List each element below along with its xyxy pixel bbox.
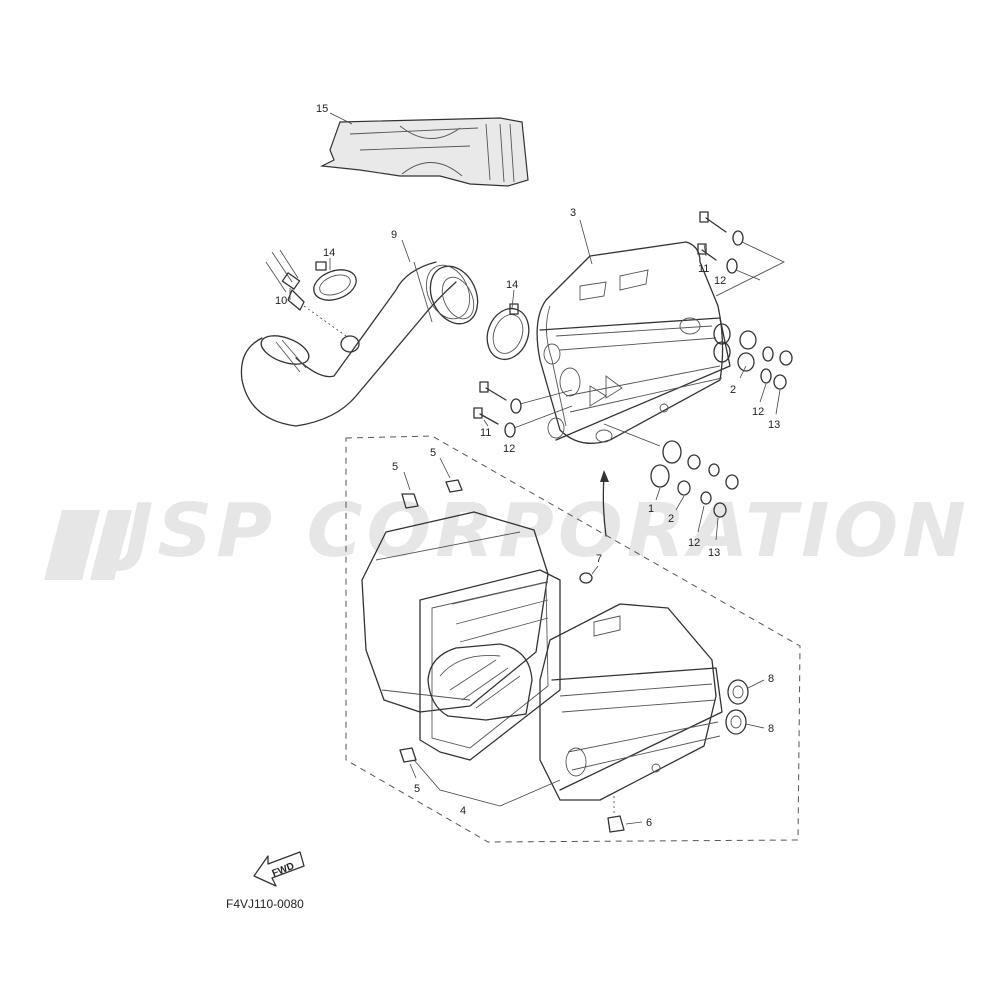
watermark-text: JSP CORPORATION <box>112 488 970 574</box>
callout-8-upper: 8 <box>768 673 774 685</box>
leader-lines <box>289 112 781 541</box>
part-6-drain-plug <box>607 796 643 833</box>
callout-9: 9 <box>391 229 397 241</box>
callout-2-upper: 2 <box>730 384 736 396</box>
callout-12-upper: 12 <box>714 275 726 287</box>
grommet-set-lower <box>603 423 739 518</box>
part-10-fitting <box>265 249 360 353</box>
part-5-clips <box>399 457 463 779</box>
assembly-arrow <box>600 470 609 537</box>
watermark: JSP CORPORATION <box>44 488 970 580</box>
callout-5-right: 5 <box>430 447 436 459</box>
part-7-screw <box>579 565 599 584</box>
callout-10: 10 <box>275 295 287 307</box>
callout-14-lower: 14 <box>506 279 518 291</box>
grommet-set-upper <box>713 323 793 390</box>
assembly-boundary <box>345 435 801 843</box>
callout-15: 15 <box>316 103 328 115</box>
diagram-code: F4VJ110-0080 <box>226 897 304 911</box>
callouts: 15 3 9 14 14 10 11 12 2 12 13 11 12 5 5 … <box>275 103 780 829</box>
part-14-clamp-lower <box>486 303 530 361</box>
callout-13-lower: 13 <box>708 547 720 559</box>
fwd-arrow-icon: FWD <box>253 851 305 887</box>
callout-1: 1 <box>648 503 654 515</box>
part-8-grommets <box>725 679 765 735</box>
callout-11-lower: 11 <box>480 427 491 439</box>
callout-3: 3 <box>570 207 576 219</box>
callout-13-upper: 13 <box>768 419 780 431</box>
callout-2-lower: 2 <box>668 513 674 525</box>
callout-14-upper: 14 <box>323 247 335 259</box>
callout-11-upper: 11 <box>698 263 709 275</box>
bolt-set-left <box>473 381 573 438</box>
callout-4: 4 <box>460 805 466 817</box>
callout-12-left: 12 <box>503 443 515 455</box>
callout-5-bottom: 5 <box>414 783 420 795</box>
part-9-intake-duct <box>240 261 479 427</box>
part-4-case-assembly <box>361 511 723 807</box>
callout-8-lower: 8 <box>768 723 774 735</box>
watermark-logo-icon <box>44 510 132 580</box>
bolt-set-top-right <box>697 211 785 297</box>
callout-7: 7 <box>596 553 602 565</box>
callout-12-mid: 12 <box>752 406 764 418</box>
callout-12-lower: 12 <box>688 537 700 549</box>
callout-5-left: 5 <box>392 461 398 473</box>
callout-6: 6 <box>646 817 652 829</box>
part-14-clamp-upper <box>313 261 357 301</box>
part-15-cover <box>319 117 529 187</box>
fwd-label: FWD <box>271 861 296 880</box>
